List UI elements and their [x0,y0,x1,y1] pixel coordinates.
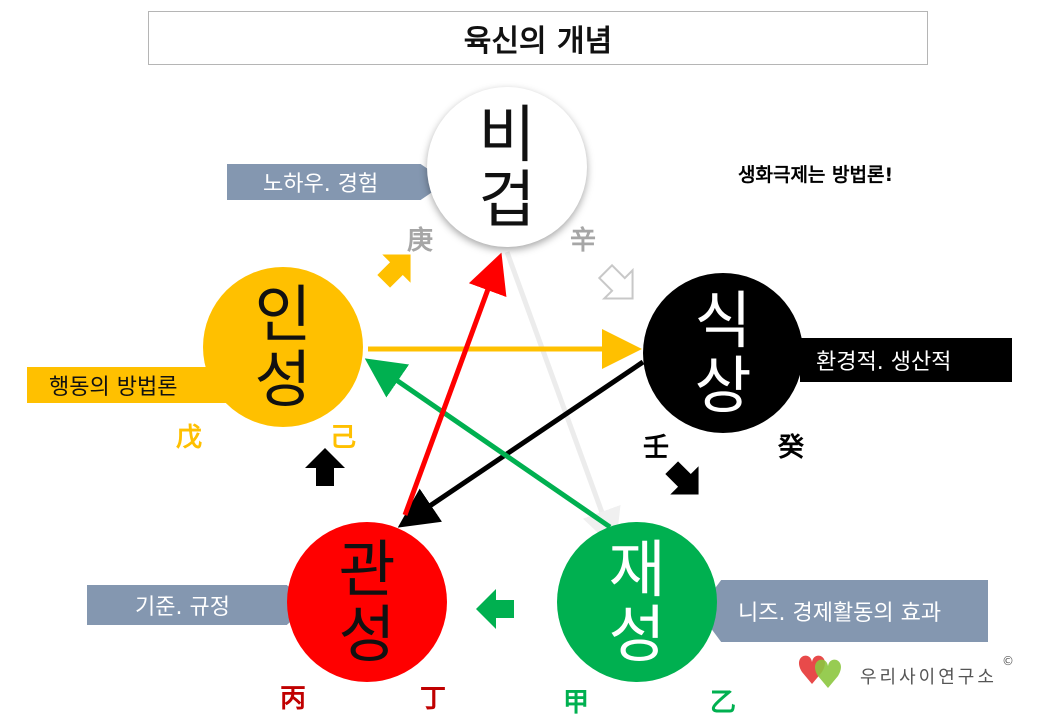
line-gwansung-bigeop [402,252,507,516]
circle-insung-line1: 인 [254,277,312,351]
stem-gyeong: 庚 [407,226,434,256]
line-bigeop-jaesung [504,251,621,550]
tag-environmental: 환경적. 생산적 [800,338,1012,382]
tag-action-method: 행동의 방법론 [27,367,227,403]
circle-bigeop-line2: 겁 [478,163,536,236]
circle-jaesung-line2: 성 [608,598,666,671]
stem-gap: 甲 [563,688,590,718]
circle-siksang-line2: 상 [694,349,752,422]
method-note: 생화극제는 방법론! [738,164,894,186]
page-title: 육신의 개념 [148,11,928,65]
copyright-mark: © [1002,654,1014,668]
stem-gye: 癸 [778,433,805,463]
stem-mu: 戊 [176,423,203,453]
circle-siksang: 식 상 [643,273,803,433]
heart-logo-icon [798,655,842,688]
line-jaesung-insung [364,358,612,530]
circle-bigeop: 비 겁 [427,87,587,247]
tag-knowhow: 노하우. 경험 [227,164,447,200]
circle-jaesung-line1: 재 [608,532,666,606]
logo-text: 우리사이연구소 [860,667,997,688]
tag-standard: 기준. 규정 [87,585,309,625]
circle-insung-line2: 성 [254,343,312,416]
stem-eul: 乙 [710,688,737,718]
stem-jeong: 丁 [420,684,447,714]
block-arrow-jaesung-gwansung [476,589,514,629]
circle-gwansung-line1: 관 [338,532,396,606]
tag-needs: 니즈. 경제활동의 효과 [698,580,988,642]
stem-sin: 辛 [570,226,597,256]
circle-insung: 인 성 [203,267,363,427]
block-arrow-siksang-jaesung [665,461,699,495]
block-arrow-insung-bigeop [377,254,411,288]
circle-gwansung: 관 성 [287,522,447,682]
stem-byeong: 丙 [280,684,307,714]
stem-gi: 己 [330,423,357,453]
circle-jaesung: 재 성 [557,522,717,682]
circle-bigeop-line1: 비 [478,97,536,171]
circle-gwansung-line2: 성 [338,598,396,671]
block-arrow-bigeop-siksang [597,263,634,300]
stem-im: 壬 [643,433,670,463]
block-arrow-gwansung-insung [305,448,345,486]
circle-siksang-line1: 식 [694,283,752,357]
line-siksang-gwansung [397,359,645,528]
